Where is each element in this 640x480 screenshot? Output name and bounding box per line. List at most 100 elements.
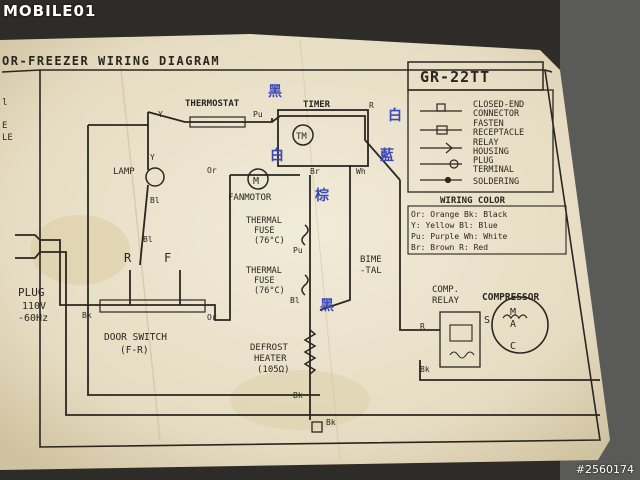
wire-label: Or [207, 313, 217, 322]
door-switch-label: DOOR SWITCH [104, 332, 167, 343]
compressor-symbol [491, 296, 549, 354]
paper-stain [30, 215, 130, 285]
timer-motor-label: TM [296, 132, 307, 142]
thermostat-label: THERMOSTAT [185, 99, 240, 109]
wire-label: Y [150, 153, 155, 162]
wiring-color-row: Y: Yellow Bl: Blue [411, 221, 498, 230]
thermal-fuse-1 [301, 224, 309, 246]
defrost-heater-symbol [303, 329, 317, 375]
thermal-fuse-2-label: THERMAL [246, 266, 282, 276]
comp-term-s: S [484, 315, 490, 326]
legend-relay: HOUSING [473, 147, 509, 157]
wire-label: Bl [290, 296, 300, 305]
switch-f-label: F [164, 251, 171, 265]
ground-terminal [311, 421, 323, 433]
wiring-color-row: Br: Brown R: Red [411, 243, 488, 252]
timer-motor [292, 124, 314, 146]
legend-relay: RELAY [473, 138, 499, 148]
relay-housing [439, 311, 481, 368]
handwritten-note: 藍 [380, 147, 394, 164]
paper-stain [230, 370, 370, 430]
defrost-heater-label: DEFROST [250, 343, 289, 353]
wiring-color-row: Pu: Purple Wh: White [411, 232, 508, 241]
legend-plug: TERMINAL [473, 165, 514, 175]
fan-motor-symbol [247, 168, 269, 190]
thermal-fuse-1-label: THERMAL [246, 216, 282, 226]
plug-label: PLUG [18, 286, 45, 299]
outer-frame [1, 69, 601, 448]
comp-term-a: A [510, 319, 516, 330]
fan-motor-m: M [253, 176, 259, 187]
left-fragment: E [2, 121, 7, 131]
circuit-wires [40, 109, 600, 420]
legend-fasten: FASTEN [473, 119, 504, 129]
handwritten-note: 白 [270, 147, 284, 164]
wire-label: Pu [253, 110, 263, 119]
wire-label: Bk [420, 365, 430, 374]
defrost-heater-label: HEATER [254, 354, 287, 364]
wire-label: Br [310, 167, 320, 176]
bimetal-label: BIME [360, 255, 382, 265]
wire-label: Bk [293, 391, 303, 400]
compressor-winding [502, 314, 528, 320]
legend-symbols [420, 103, 462, 184]
thermal-fuse-1-temp: (76°C) [254, 236, 285, 246]
paper-sheet [0, 34, 610, 470]
lamp-label: LAMP [113, 167, 135, 177]
comp-term-c: C [510, 341, 516, 352]
wiring-color-row: Or: Orange Bk: Black [411, 210, 508, 219]
thermal-fuse-1-label: FUSE [254, 226, 274, 236]
comp-term-m: M [510, 307, 516, 318]
wire-label: Pu [293, 246, 303, 255]
door-switch-sub: (F-R) [120, 345, 149, 356]
plug-voltage: 110V [22, 301, 46, 312]
fan-motor-label: FANMOTOR [228, 193, 272, 203]
wire-label: R [369, 101, 374, 110]
compressor-label: COMPRESSOR [482, 292, 539, 303]
relay-ptc [449, 351, 475, 359]
legend-closed-end: CLOSED-END [473, 100, 524, 110]
bimetal-label: -TAL [360, 266, 382, 276]
defrost-heater-value: (105Ω) [257, 365, 290, 375]
legend-fasten: RECEPTACLE [473, 128, 524, 138]
plug-frequency: -60Hz [18, 313, 48, 324]
wiring-color-box [407, 205, 567, 255]
lamp-symbol [145, 167, 165, 187]
legend-closed-end: CONNECTOR [473, 109, 520, 119]
paper-crease [119, 59, 161, 441]
wire-label: Bk [82, 311, 92, 320]
thermal-fuse-2-temp: (76°C) [254, 286, 285, 296]
handwritten-note: 黑 [268, 84, 282, 100]
comp-relay-label: COMP. [432, 285, 459, 295]
wire-label: R [420, 322, 425, 331]
wiring-color-title: WIRING COLOR [440, 196, 506, 206]
left-fragment: LE [2, 133, 13, 143]
switch-r-label: R [124, 251, 132, 265]
wire-label: Y [158, 110, 163, 119]
wire-label: Bl [150, 196, 160, 205]
handwritten-note: 棕 [314, 187, 329, 204]
door-switch-symbol [99, 299, 206, 313]
handwritten-note: 白 [388, 107, 402, 124]
plug-symbol [15, 234, 41, 259]
thermostat-switch [189, 116, 246, 128]
left-fragment: l [2, 98, 7, 108]
site-watermark: MOBILE01 [3, 2, 97, 20]
legend-solder: SOLDERING [473, 177, 519, 187]
model-number: GR-22TT [420, 68, 490, 86]
photo-id: #2560174 [575, 463, 634, 476]
thermal-fuse-2 [301, 274, 309, 296]
comp-relay-label: RELAY [432, 296, 460, 306]
legend-box [407, 89, 554, 193]
diagram-title: OR-FREEZER WIRING DIAGRAM [2, 54, 220, 68]
wire-label: Bk [326, 418, 336, 427]
legend-plug: PLUG [473, 156, 493, 166]
handwritten-note: 黑 [320, 298, 334, 314]
wire-label: Or [207, 166, 217, 175]
timer-label: TIMER [303, 100, 331, 110]
relay-coil [449, 324, 473, 342]
wire-label: Bl [143, 235, 153, 244]
wire-label: Wh [356, 167, 366, 176]
thermal-fuse-2-label: FUSE [254, 276, 274, 286]
